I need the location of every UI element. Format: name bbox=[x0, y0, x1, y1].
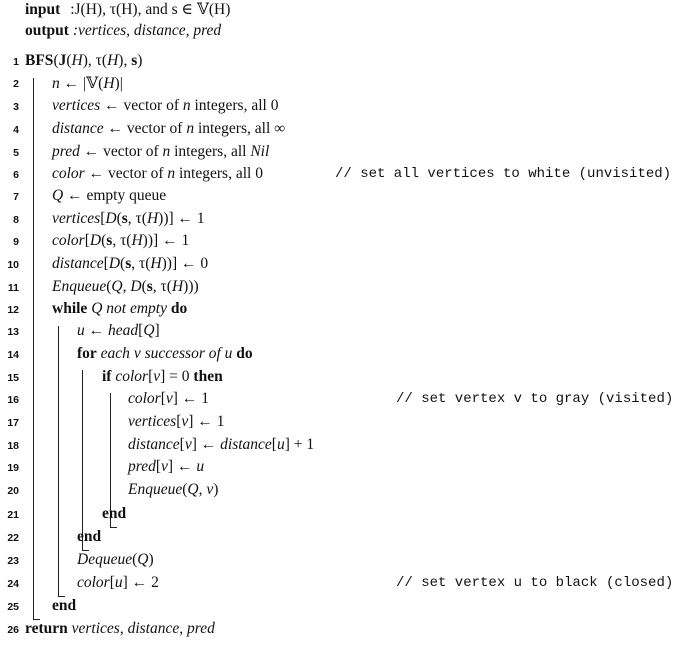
code-line: 21 end bbox=[0, 505, 684, 527]
indent-tick-while bbox=[58, 596, 65, 597]
indent-tick-function bbox=[33, 619, 40, 620]
line-number: 22 bbox=[7, 532, 19, 544]
line-number: 23 bbox=[7, 555, 19, 567]
code-line: 15 if color[v] = 0 then bbox=[0, 368, 684, 390]
code-text: distance[v] ← distance[u] + 1 bbox=[128, 436, 315, 453]
code-text: distance ← vector of n integers, all ∞ bbox=[52, 120, 286, 137]
line-number: 4 bbox=[13, 124, 19, 136]
code-line: 11 Enqueue(Q, D(s, τ(H))) bbox=[0, 278, 684, 300]
code-text: Enqueue(Q, v) bbox=[128, 481, 219, 498]
code-line: 9 color[D(s, τ(H))] ← 1 bbox=[0, 232, 684, 254]
line-number: 9 bbox=[13, 236, 19, 248]
code-line: 23 Dequeue(Q) bbox=[0, 551, 684, 573]
code-text: end bbox=[52, 597, 77, 614]
code-text: Q ← empty queue bbox=[52, 187, 167, 204]
indent-tick-if bbox=[110, 527, 117, 528]
code-text: return vertices, distance, pred bbox=[25, 620, 215, 637]
code-text: for each v successor of u do bbox=[77, 345, 253, 362]
line-number: 3 bbox=[13, 101, 19, 113]
output-line: output :vertices, distance, pred bbox=[25, 22, 221, 40]
code-text: Dequeue(Q) bbox=[77, 551, 154, 568]
indent-bar-function bbox=[33, 78, 34, 619]
code-line: 12 while Q not empty do bbox=[0, 300, 684, 322]
code-line: 3 vertices ← vector of n integers, all 0 bbox=[0, 97, 684, 119]
output-text: :vertices, distance, pred bbox=[72, 22, 222, 39]
line-number: 14 bbox=[7, 349, 19, 361]
indent-tick-for bbox=[82, 550, 89, 551]
code-text: end bbox=[102, 505, 127, 522]
input-text: :J(H), τ(H), and s ∈ 𝕍(H) bbox=[70, 1, 231, 18]
code-line: 18 distance[v] ← distance[u] + 1 bbox=[0, 436, 684, 458]
line-number: 8 bbox=[13, 214, 19, 226]
code-text: vertices[D(s, τ(H))] ← 1 bbox=[52, 210, 205, 227]
line-number: 16 bbox=[7, 394, 19, 406]
line-number: 1 bbox=[13, 56, 19, 68]
code-line: 22 end bbox=[0, 528, 684, 550]
code-line: 25 end bbox=[0, 597, 684, 619]
code-line: 5 pred ← vector of n integers, all Nil bbox=[0, 143, 684, 165]
code-comment: // set all vertices to white (unvisited) bbox=[335, 166, 672, 182]
code-text: vertices[v] ← 1 bbox=[128, 413, 225, 430]
code-line: 2 n ← |𝕍(H)| bbox=[0, 74, 684, 96]
line-number: 17 bbox=[7, 417, 19, 429]
code-line: 20 Enqueue(Q, v) bbox=[0, 481, 684, 503]
code-line: 10 distance[D(s, τ(H))] ← 0 bbox=[0, 255, 684, 277]
output-keyword: output bbox=[25, 22, 69, 39]
indent-bar-while bbox=[58, 326, 59, 596]
code-line: 19 pred[v] ← u bbox=[0, 458, 684, 480]
code-text: pred[v] ← u bbox=[128, 458, 205, 475]
code-line: 24 color[u] ← 2 // set vertex u to black (… bbox=[0, 574, 684, 596]
indent-bar-for bbox=[82, 370, 83, 550]
line-number: 11 bbox=[7, 282, 19, 294]
line-number: 24 bbox=[7, 578, 19, 590]
code-line: 13 u ← head[Q] bbox=[0, 322, 684, 344]
code-text: if color[v] = 0 then bbox=[102, 368, 223, 385]
code-line: 16 color[v] ← 1 // set vertex v to gray (v… bbox=[0, 390, 684, 412]
code-text: Enqueue(Q, D(s, τ(H))) bbox=[52, 278, 199, 295]
code-text: color[D(s, τ(H))] ← 1 bbox=[52, 232, 190, 249]
line-number: 7 bbox=[13, 191, 19, 203]
code-line: 17 vertices[v] ← 1 bbox=[0, 413, 684, 435]
code-text: color[v] ← 1 bbox=[128, 390, 209, 407]
code-line: 26 return vertices, distance, pred bbox=[0, 620, 684, 642]
line-number: 15 bbox=[7, 372, 19, 384]
code-line: 7 Q ← empty queue bbox=[0, 187, 684, 209]
code-comment: // set vertex v to gray (visited) bbox=[396, 391, 674, 407]
code-text: color ← vector of n integers, all 0 bbox=[52, 165, 263, 182]
input-line: input :J(H), τ(H), and s ∈ 𝕍(H) bbox=[25, 0, 230, 19]
code-line: 6 color ← vector of n integers, all 0 // s… bbox=[0, 165, 684, 187]
line-number: 20 bbox=[7, 485, 19, 497]
line-number: 6 bbox=[13, 169, 19, 181]
code-text: distance[D(s, τ(H))] ← 0 bbox=[52, 255, 209, 272]
line-number: 13 bbox=[7, 326, 19, 338]
code-line: 14 for each v successor of u do bbox=[0, 345, 684, 367]
code-text: end bbox=[77, 528, 102, 545]
line-number: 19 bbox=[7, 462, 19, 474]
indent-bar-if bbox=[110, 393, 111, 527]
code-text: vertices ← vector of n integers, all 0 bbox=[52, 97, 279, 114]
code-text: pred ← vector of n integers, all Nil bbox=[52, 143, 270, 160]
code-line: 1 BFS(J(H), τ(H), s) bbox=[0, 52, 684, 74]
input-keyword: input bbox=[25, 1, 61, 18]
code-text: BFS(J(H), τ(H), s) bbox=[25, 52, 143, 69]
code-text: n ← |𝕍(H)| bbox=[52, 75, 123, 92]
code-text: while Q not empty do bbox=[52, 300, 188, 317]
line-number: 21 bbox=[7, 509, 19, 521]
line-number: 2 bbox=[13, 78, 19, 90]
code-line: 4 distance ← vector of n integers, all ∞ bbox=[0, 120, 684, 142]
code-comment: // set vertex u to black (closed) bbox=[396, 575, 674, 591]
code-line: 8 vertices[D(s, τ(H))] ← 1 bbox=[0, 210, 684, 232]
line-number: 10 bbox=[7, 259, 19, 271]
line-number: 25 bbox=[7, 601, 19, 613]
code-text: u ← head[Q] bbox=[77, 322, 160, 339]
line-number: 18 bbox=[7, 440, 19, 452]
code-text: color[u] ← 2 bbox=[77, 574, 159, 591]
line-number: 26 bbox=[7, 624, 19, 636]
line-number: 12 bbox=[7, 304, 19, 316]
line-number: 5 bbox=[13, 147, 19, 159]
